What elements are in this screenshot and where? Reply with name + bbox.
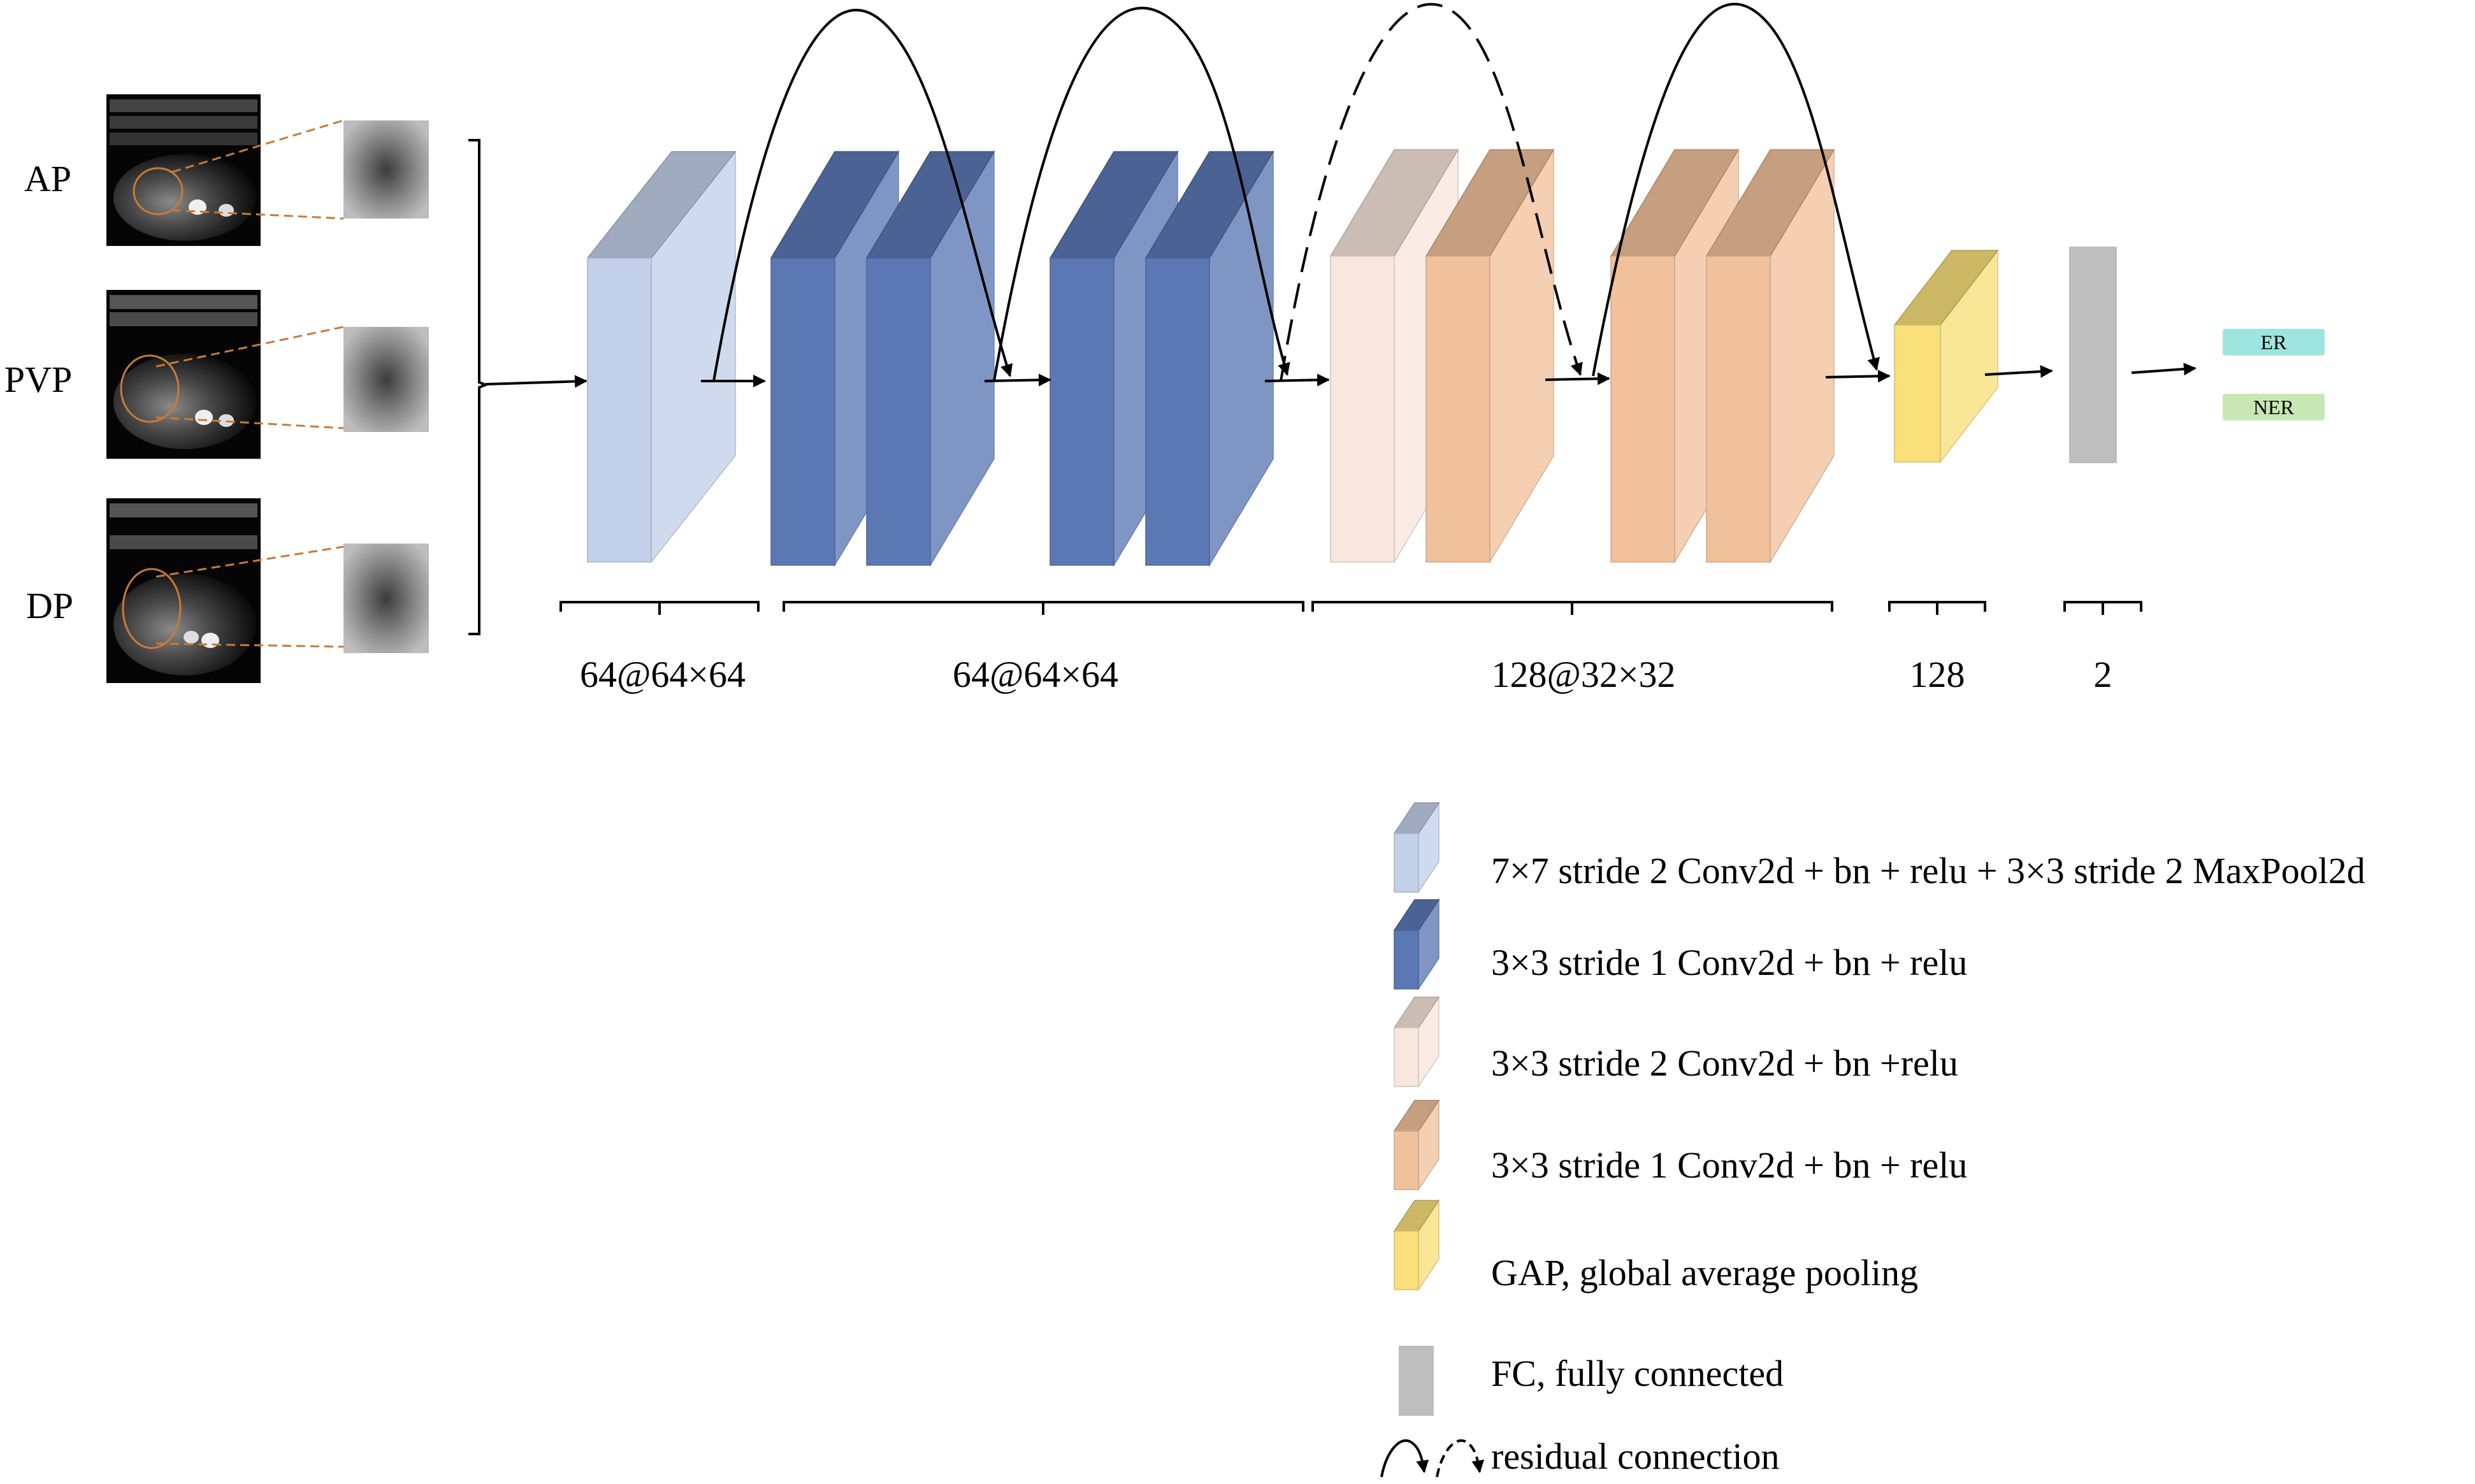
layer1-block-3-front xyxy=(1050,257,1115,566)
brace-gap xyxy=(1888,601,1986,615)
residual-arc-3 xyxy=(1280,3,1583,382)
layer1-block-4-front xyxy=(1145,257,1210,566)
legend-icon-fc xyxy=(1399,1346,1434,1416)
legend-icon-peach-light xyxy=(1393,995,1440,1088)
legend-icon-gap-front xyxy=(1394,1230,1419,1290)
layer2-block-4 xyxy=(1705,148,1835,564)
legend-text-peach: 3×3 stride 1 Conv2d + bn + relu xyxy=(1491,1144,1967,1186)
ner-box xyxy=(2223,394,2325,421)
legend-icon-gap xyxy=(1393,1199,1440,1292)
layer2-block-3-front xyxy=(1610,256,1675,563)
legend-text-peach-light: 3×3 stride 2 Conv2d + bn +relu xyxy=(1491,1042,1958,1084)
fc-block xyxy=(2069,247,2117,463)
flow-arrow-2 xyxy=(984,373,1051,387)
pvp-roi-outline xyxy=(120,354,180,423)
residual-arcs xyxy=(712,3,1880,382)
flow-arrow-6 xyxy=(1984,365,2053,378)
dp-crop-image xyxy=(343,544,429,653)
stage-label-conv1: 64@64×64 xyxy=(580,654,746,695)
stage-label-fc: 2 xyxy=(2094,654,2112,695)
layer2-block-2 xyxy=(1425,148,1555,564)
legend-icon-peach xyxy=(1393,1099,1440,1192)
layer1-block-1-front xyxy=(770,257,835,566)
legend-text-gap: GAP, global average pooling xyxy=(1491,1252,1918,1293)
phase-label-ap: AP xyxy=(24,158,71,199)
phase-label-dp: DP xyxy=(26,585,73,626)
stage-label-layer2: 128@32×32 xyxy=(1491,654,1675,695)
flow-arrows xyxy=(701,363,2197,387)
conv1-block-front xyxy=(587,257,652,563)
dp-scan-group: DP xyxy=(26,498,429,683)
stage-labels: 64@64×64 64@64×64 128@32×32 128 2 xyxy=(580,654,2112,695)
ner-label: NER xyxy=(2253,396,2295,419)
legend-icon-conv1-front xyxy=(1394,833,1419,893)
brace-fc xyxy=(2063,601,2142,615)
legend xyxy=(1393,801,1440,1416)
legend-text-conv1: 7×7 stride 2 Conv2d + bn + relu + 3×3 st… xyxy=(1491,850,2365,891)
flow-arrow-7 xyxy=(2131,363,2197,376)
input-brace xyxy=(468,139,489,635)
layer2-block-1-front xyxy=(1330,256,1395,563)
conv1-block xyxy=(586,150,737,564)
brace-layer2 xyxy=(1311,601,1833,615)
layer1-block-2 xyxy=(865,150,995,567)
residual-arc-2 xyxy=(993,6,1290,382)
legend-text-blue: 3×3 stride 1 Conv2d + bn + relu xyxy=(1491,942,1967,983)
gap-block-front xyxy=(1894,324,1941,463)
brace-layer1 xyxy=(783,601,1304,615)
layer2-block-2-front xyxy=(1425,256,1490,563)
ap-scan-group: AP xyxy=(24,94,429,246)
dp-roi-outline xyxy=(122,568,182,649)
er-label: ER xyxy=(2261,331,2288,354)
flow-arrow-4 xyxy=(1545,372,1610,385)
brace-conv1 xyxy=(559,601,760,615)
legend-icon-blue xyxy=(1393,898,1440,991)
legend-text: 7×7 stride 2 Conv2d + bn + relu + 3×3 st… xyxy=(1491,850,2365,1477)
er-box xyxy=(2223,329,2325,356)
network-blocks xyxy=(586,148,2117,567)
ap-roi-outline xyxy=(133,167,184,215)
residual-legend-icon xyxy=(1380,1439,1485,1478)
stage-label-gap: 128 xyxy=(1910,654,1965,695)
gap-block xyxy=(1893,249,1999,464)
stage-label-layer1: 64@64×64 xyxy=(953,654,1118,695)
flow-arrow-3 xyxy=(1264,373,1330,387)
phase-label-pvp: PVP xyxy=(4,359,72,400)
legend-icon-conv1 xyxy=(1393,801,1440,894)
input-arrow xyxy=(485,375,588,388)
input-images: AP PVP DP xyxy=(4,94,489,683)
legend-text-residual: residual connection xyxy=(1491,1436,1780,1477)
stage-braces xyxy=(559,601,2142,615)
output-boxes: ER NER xyxy=(2223,329,2325,421)
pvp-crop-image xyxy=(343,327,429,432)
residual-arc-1 xyxy=(712,8,1013,382)
legend-icon-blue-front xyxy=(1394,930,1419,990)
legend-icon-peach-front xyxy=(1394,1130,1419,1190)
pvp-scan-group: PVP xyxy=(4,290,429,459)
residual-arc-4 xyxy=(1592,3,1880,377)
ap-crop-image xyxy=(343,120,429,219)
layer2-block-4-front xyxy=(1706,256,1771,563)
legend-text-fc: FC, fully connected xyxy=(1491,1353,1784,1394)
legend-icon-peach-light-front xyxy=(1394,1027,1419,1087)
layer1-block-2-front xyxy=(866,257,931,566)
flow-arrow-5 xyxy=(1825,370,1891,383)
